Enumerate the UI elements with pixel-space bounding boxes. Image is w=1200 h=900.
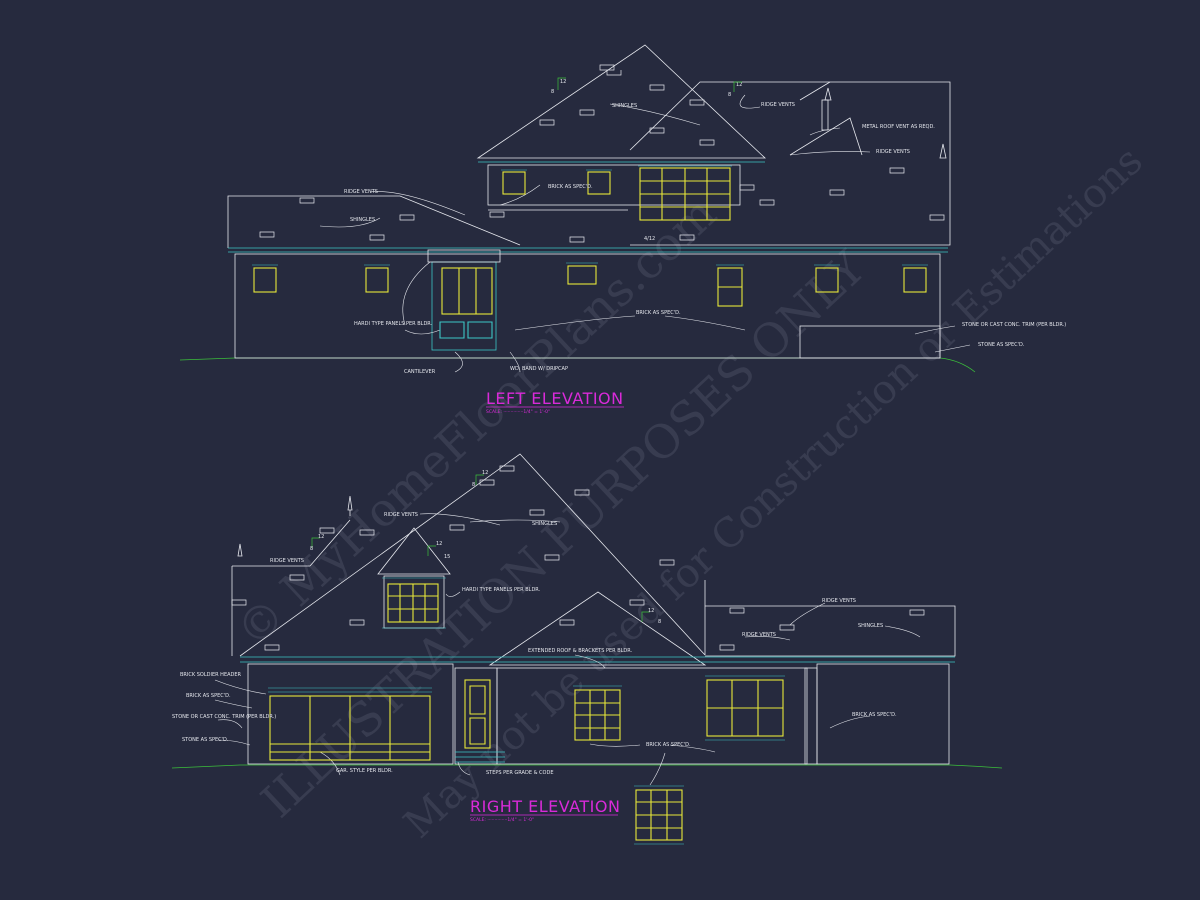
label-stone: STONE AS SPEC'D.: [978, 342, 1025, 348]
label-extended-roof: EXTENDED ROOF & BRACKETS PER BLDR.: [528, 648, 633, 654]
label-ridge-vents: RIDGE VENTS: [384, 512, 418, 518]
label-garage-door: GAR. STYLE PER BLDR.: [336, 768, 393, 774]
label-hardi-panels: HARDI TYPE PANELS PER BLDR.: [354, 321, 433, 327]
pitch-run: 12: [436, 541, 442, 547]
label-cantilever: CANTILEVER: [404, 369, 436, 375]
label-stone-trim: STONE OR CAST CONC. TRIM (PER BLDR.): [172, 714, 276, 720]
left-elevation-labels: RIDGE VENTS SHINGLES SHINGLES RIDGE VENT…: [344, 79, 1066, 415]
watermark: © MyHomeFloorPlans.com ILLUSTRATION PURP…: [226, 138, 1152, 848]
side-door: [464, 679, 491, 749]
label-wd-band: WD. BAND W/ DRIPCAP: [510, 366, 568, 372]
window: [587, 171, 611, 195]
right-wing-roof: [705, 605, 956, 657]
stone-base: [799, 325, 941, 359]
left-elevation-windows: [253, 167, 927, 339]
window-right: [706, 679, 784, 737]
left-elevation: [179, 44, 976, 373]
pitch-rise: 8: [728, 92, 731, 98]
label-ridge-vents: RIDGE VENTS: [822, 598, 856, 604]
bay-windows: [439, 267, 493, 339]
label-brick: BRICK AS SPEC'D.: [548, 184, 593, 190]
label-shingles: SHINGLES: [350, 217, 375, 223]
label-brick: BRICK AS SPEC'D.: [186, 693, 231, 699]
dormer-window: [387, 583, 439, 623]
right-elevation-title: RIGHT ELEVATION: [470, 797, 620, 816]
dormer: [377, 527, 451, 575]
right-wing-wall: [816, 663, 950, 765]
pitch-rise: 8: [310, 546, 313, 552]
window-detail: [635, 789, 683, 841]
label-ridge-vents: RIDGE VENTS: [761, 102, 795, 108]
front-gable: [488, 591, 707, 666]
pitch-rise: 15: [444, 554, 450, 560]
main-gable-roof: [239, 453, 706, 657]
pitch-run: 12: [318, 534, 324, 540]
left-roof: [227, 195, 521, 248]
watermark-line-3: May not be used for Construction or Esti…: [395, 138, 1151, 848]
window: [502, 171, 526, 195]
center-wall: [496, 667, 808, 765]
left-elevation-scale: SCALE: ··············1/4" = 1'-0": [486, 409, 550, 415]
pitch-run: 12: [560, 79, 566, 85]
label-shingles: SHINGLES: [532, 521, 557, 527]
pitch-rise: 8: [658, 619, 661, 625]
garage-door: [269, 695, 431, 761]
label-ridge-vents: RIDGE VENTS: [876, 149, 910, 155]
label-steps: STEPS PER GRADE & CODE: [486, 770, 554, 776]
label-stone-trim: STONE OR CAST CONC. TRIM (PER BLDR.): [962, 322, 1066, 328]
label-brick-soldier: BRICK SOLDIER HEADER: [180, 672, 242, 678]
pitch-run: 12: [482, 470, 488, 476]
garage-wall: [247, 663, 454, 765]
label-stone: STONE AS SPEC'D.: [182, 737, 229, 743]
label-shingles: SHINGLES: [612, 103, 637, 109]
window-group-upper: [639, 167, 731, 221]
left-elevation-title: LEFT ELEVATION: [486, 389, 624, 408]
right-elevation-windows: [269, 583, 784, 841]
pitch-run: 12: [736, 82, 742, 88]
pitch-secondary: 4/12: [644, 236, 655, 242]
window: [253, 267, 277, 293]
label-brick: BRICK AS SPEC'D.: [636, 310, 681, 316]
label-brick: BRICK AS SPEC'D.: [646, 742, 691, 748]
grade-line: [171, 764, 1003, 769]
window: [815, 267, 839, 293]
label-hardi-panels: HARDI TYPE PANELS PER BLDR.: [462, 587, 541, 593]
window: [365, 267, 389, 293]
label-shingles: SHINGLES: [858, 623, 883, 629]
window-center: [574, 689, 621, 741]
right-elevation-scale: SCALE: ··············1/4" = 1'-0": [470, 817, 534, 823]
label-metal-roof-vent: METAL ROOF VENT AS REQD.: [862, 124, 935, 130]
pitch-rise: 8: [472, 482, 475, 488]
pitch-run: 12: [648, 608, 654, 614]
main-gable-roof: [476, 44, 767, 159]
label-ridge-vents: RIDGE VENTS: [344, 189, 378, 195]
window: [903, 267, 927, 293]
window: [717, 267, 743, 307]
label-ridge-vents: RIDGE VENTS: [270, 558, 304, 564]
first-floor-wall: [234, 253, 941, 359]
label-ridge-vents: RIDGE VENTS: [742, 632, 776, 638]
right-elevation-labels: RIDGE VENTS SHINGLES RIDGE VENTS HARDI T…: [172, 470, 897, 823]
label-brick: BRICK AS SPEC'D.: [852, 712, 897, 718]
pitch-rise: 8: [551, 89, 554, 95]
right-roof: [629, 81, 951, 246]
window: [567, 265, 597, 285]
